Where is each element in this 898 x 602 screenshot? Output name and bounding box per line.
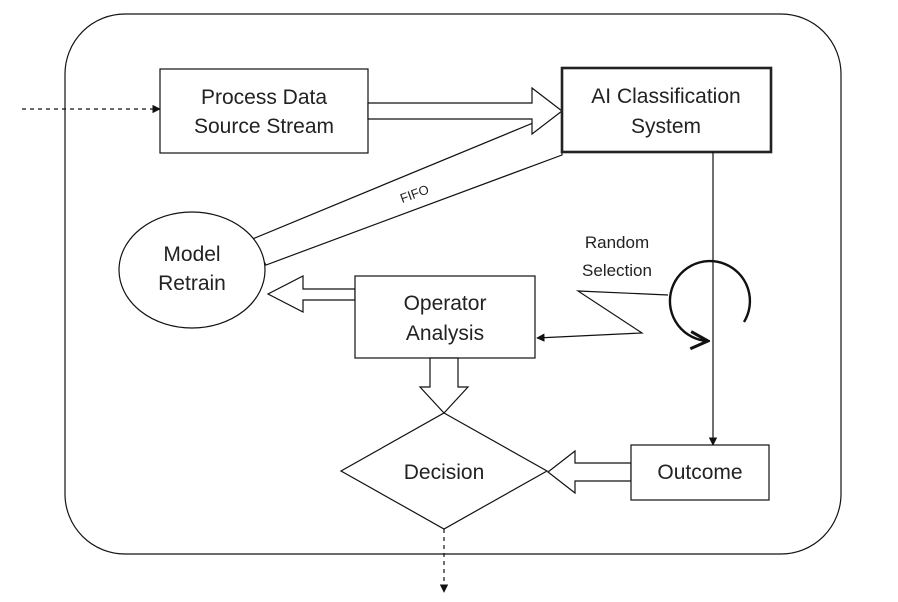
outcome-label: Outcome <box>657 461 742 484</box>
outcome-to-decision-arrow <box>547 449 632 495</box>
random-selection-arrow <box>536 290 669 342</box>
process-data-box <box>159 68 369 154</box>
model-retrain-ellipse <box>118 211 266 329</box>
operator-to-decision-arrow <box>418 357 470 414</box>
model-retrain-label-line1: Model <box>163 243 220 266</box>
random-selection-label-line2: Selection <box>582 261 652 280</box>
operator-to-retrain-arrow <box>266 275 356 313</box>
process-data-label-line1: Process Data <box>201 86 327 109</box>
ai-classification-label-line2: System <box>631 115 701 138</box>
model-retrain-label-line2: Retrain <box>158 272 226 295</box>
random-selection-label-line1: Random <box>585 233 649 252</box>
operator-analysis-box <box>354 275 536 359</box>
ai-classification-box <box>560 66 773 154</box>
decision-label: Decision <box>404 461 485 484</box>
operator-analysis-label-line1: Operator <box>404 292 487 315</box>
operator-analysis-label-line2: Analysis <box>406 322 484 345</box>
cycle-icon <box>668 259 752 341</box>
process-data-label-line2: Source Stream <box>194 115 334 138</box>
outcome-box <box>630 444 770 501</box>
process-to-ai-arrow <box>367 86 563 136</box>
ai-classification-label-line1: AI Classification <box>591 85 740 108</box>
